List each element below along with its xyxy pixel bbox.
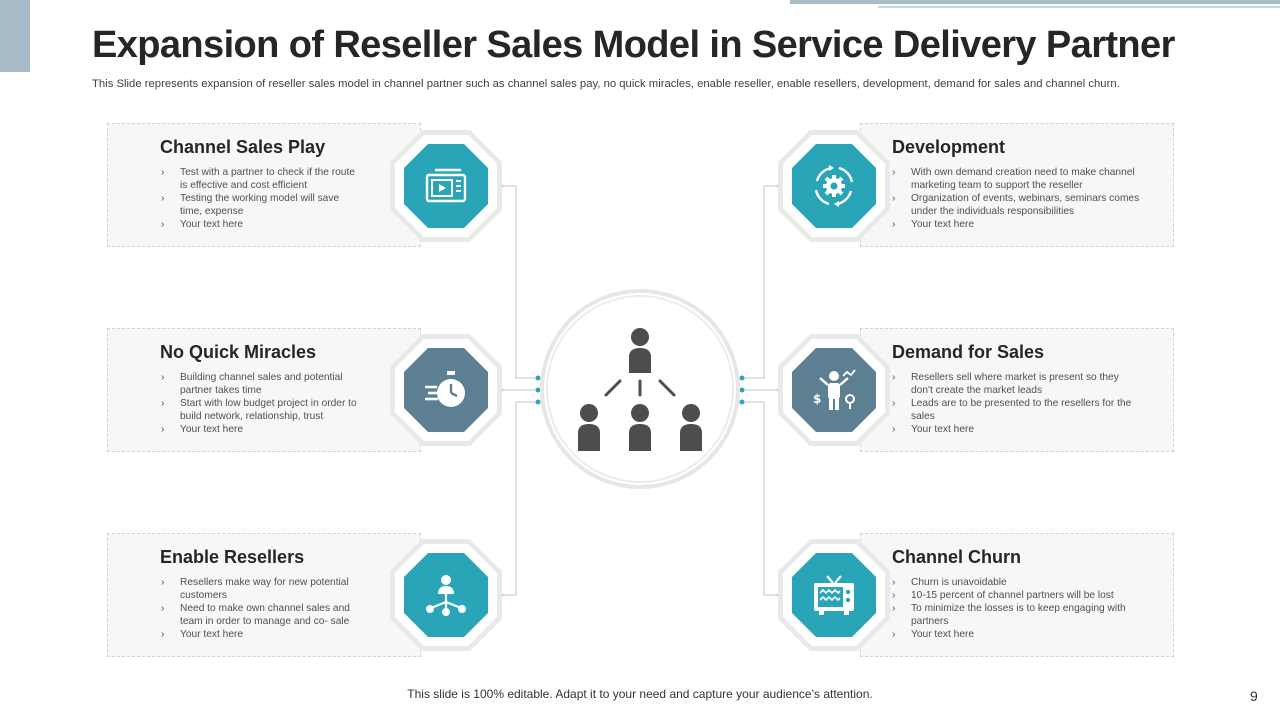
card-title: Development: [892, 137, 1006, 157]
bullet-item: Your text here: [161, 218, 361, 231]
bullet-item: Resellers make way for new potential cus…: [161, 576, 361, 602]
bullet-item: Need to make own channel sales and team …: [161, 602, 361, 628]
card-enable-resellers: Enable Resellers Resellers make way for …: [107, 533, 421, 657]
bullet-item: Your text here: [892, 423, 1132, 436]
corner-accent-block: [0, 0, 30, 72]
top-accent-bar: [790, 0, 1280, 4]
bullet-list: Churn is unavoidable 10-15 percent of ch…: [892, 576, 1152, 641]
slide-subtitle: This Slide represents expansion of resel…: [92, 78, 1120, 90]
bullet-item: Your text here: [892, 628, 1152, 641]
tv-wave-icon: [814, 575, 854, 615]
card-title: Demand for Sales: [892, 342, 1045, 362]
bullet-list: Building channel sales and potential par…: [161, 371, 361, 436]
bullet-item: Organization of events, webinars, semina…: [892, 192, 1152, 218]
bullet-item: Start with low budget project in order t…: [161, 397, 361, 423]
bullet-list: Test with a partner to check if the rout…: [161, 166, 361, 231]
card-channel-sales-play: Channel Sales Play Test with a partner t…: [107, 123, 421, 247]
octagon-badge-development: [776, 128, 892, 244]
slide-title: Expansion of Reseller Sales Model in Ser…: [92, 24, 1175, 66]
bullet-item: Your text here: [161, 423, 361, 436]
bullet-item: Churn is unavoidable: [892, 576, 1152, 589]
center-hub: [538, 287, 742, 491]
page-number: 9: [1250, 688, 1258, 704]
bullet-item: Leads are to be presented to the reselle…: [892, 397, 1132, 423]
bullet-item: 10-15 percent of channel partners will b…: [892, 589, 1152, 602]
card-demand-for-sales: Demand for Sales Resellers sell where ma…: [860, 328, 1174, 452]
card-title: Enable Resellers: [160, 547, 305, 567]
gear-cycle-icon: [814, 165, 854, 207]
footer-note: This slide is 100% editable. Adapt it to…: [407, 687, 873, 701]
bullet-list: With own demand creation need to make ch…: [892, 166, 1152, 231]
bullet-list: Resellers sell where market is present s…: [892, 371, 1132, 436]
bullet-item: Your text here: [892, 218, 1152, 231]
bullet-list: Resellers make way for new potential cus…: [161, 576, 361, 641]
hierarchy-people-icon: [578, 328, 702, 451]
bullet-item: Your text here: [161, 628, 361, 641]
card-development: Development With own demand creation nee…: [860, 123, 1174, 247]
octagon-badge-enable-resellers: [388, 537, 504, 653]
stopwatch-speed-icon: [425, 371, 465, 407]
bullet-item: Test with a partner to check if the rout…: [161, 166, 361, 192]
bullet-item: To minimize the losses is to keep engagi…: [892, 602, 1152, 628]
top-accent-bar-thin: [878, 6, 1280, 8]
bullet-item: Resellers sell where market is present s…: [892, 371, 1132, 397]
card-title: Channel Churn: [892, 547, 1021, 567]
card-no-quick-miracles: No Quick Miracles Building channel sales…: [107, 328, 421, 452]
svg-text:$: $: [813, 392, 821, 406]
card-title: Channel Sales Play: [160, 137, 326, 157]
video-player-icon: [425, 168, 467, 203]
octagon-badge-channel-sales-play: [388, 128, 504, 244]
network-person-icon: [426, 575, 466, 616]
bullet-item: Testing the working model will save time…: [161, 192, 361, 218]
card-title: No Quick Miracles: [160, 342, 317, 362]
person-growth-icon: $: [813, 369, 856, 410]
octagon-badge-demand-for-sales: $: [776, 332, 892, 448]
bullet-item: Building channel sales and potential par…: [161, 371, 361, 397]
bullet-item: With own demand creation need to make ch…: [892, 166, 1152, 192]
octagon-badge-channel-churn: [776, 537, 892, 653]
octagon-badge-no-quick-miracles: [388, 332, 504, 448]
card-channel-churn: Channel Churn Churn is unavoidable 10-15…: [860, 533, 1174, 657]
